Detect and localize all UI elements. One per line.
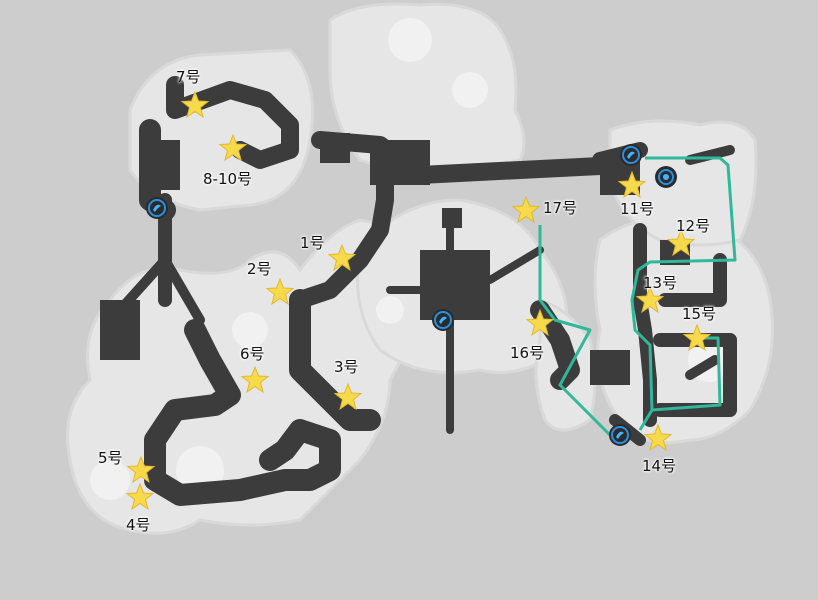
star-icon[interactable] xyxy=(666,228,696,258)
marker-label-6: 6号 xyxy=(240,345,265,363)
marker-label-1: 1号 xyxy=(300,234,325,252)
marker-label-8-10: 8-10号 xyxy=(203,170,253,188)
marker-label-16: 16号 xyxy=(510,344,545,362)
marker-label-12: 12号 xyxy=(676,217,711,235)
teleport-anchor-icon[interactable] xyxy=(619,143,643,167)
teleport-anchor-icon[interactable] xyxy=(654,165,678,189)
star-icon[interactable] xyxy=(218,133,248,163)
star-icon[interactable] xyxy=(617,170,647,200)
star-icon[interactable] xyxy=(126,455,156,485)
star-icon[interactable] xyxy=(525,308,555,338)
marker-label-13: 13号 xyxy=(643,274,678,292)
marker-label-2: 2号 xyxy=(247,260,272,278)
star-icon[interactable] xyxy=(327,243,357,273)
star-icon[interactable] xyxy=(333,382,363,412)
star-icon[interactable] xyxy=(180,90,210,120)
marker-label-11: 11号 xyxy=(620,200,655,218)
teleport-anchor-icon[interactable] xyxy=(145,196,169,220)
marker-label-5: 5号 xyxy=(98,449,123,467)
marker-label-14: 14号 xyxy=(642,457,677,475)
star-icon[interactable] xyxy=(643,423,673,453)
marker-label-3: 3号 xyxy=(334,358,359,376)
star-icon[interactable] xyxy=(125,482,155,512)
marker-label-17: 17号 xyxy=(543,199,578,217)
route-lines xyxy=(538,156,737,437)
marker-label-7: 7号 xyxy=(176,68,201,86)
marker-label-4: 4号 xyxy=(126,516,151,534)
teleport-anchor-icon[interactable] xyxy=(431,308,455,332)
star-icon[interactable] xyxy=(265,277,295,307)
star-icon[interactable] xyxy=(635,285,665,315)
star-icon[interactable] xyxy=(240,365,270,395)
marker-label-15: 15号 xyxy=(682,305,717,323)
star-icon[interactable] xyxy=(682,323,712,353)
star-icon[interactable] xyxy=(511,195,541,225)
teleport-anchor-icon[interactable] xyxy=(608,423,632,447)
